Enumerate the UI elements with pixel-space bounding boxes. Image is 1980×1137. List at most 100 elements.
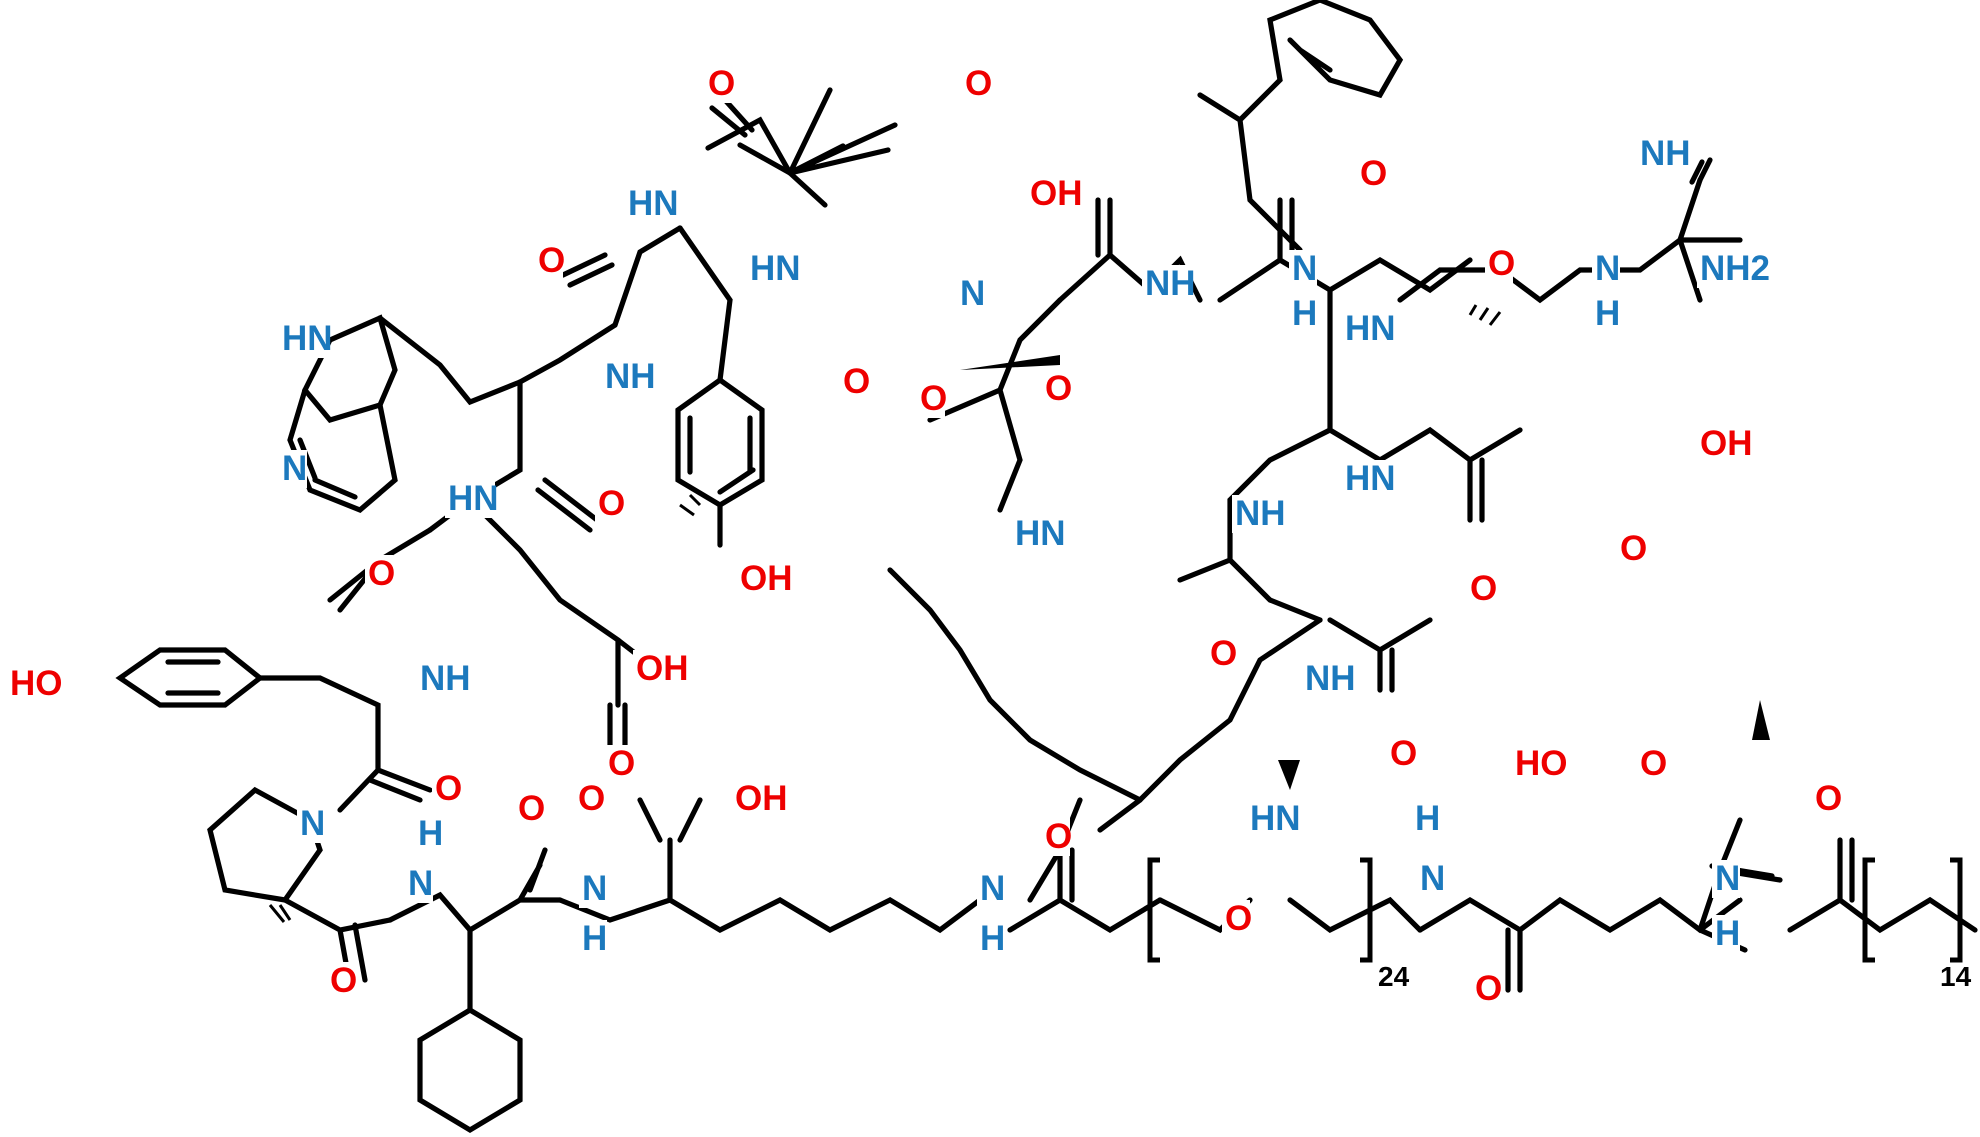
atom-label-background xyxy=(575,780,603,818)
atom-label-background xyxy=(633,650,683,688)
atom-label-background xyxy=(1485,245,1513,283)
atom-label-o5: O xyxy=(920,379,947,418)
atom-label-hn3: HN xyxy=(282,319,333,358)
atom-label-background xyxy=(1342,460,1392,498)
atom-label-background xyxy=(1289,250,1317,288)
atom-label-o7: O xyxy=(368,554,395,593)
atom-label-background xyxy=(579,920,607,958)
atom-label-background xyxy=(1387,735,1415,773)
atom-label-o20: O xyxy=(1210,634,1237,673)
atom-label-background xyxy=(1357,155,1385,193)
atom-label-background xyxy=(1637,745,1665,783)
peg-repeat-count: 24 xyxy=(1378,961,1410,992)
atom-label-background xyxy=(579,870,607,908)
atom-label-nh3: NH xyxy=(1145,264,1196,303)
atom-label-background xyxy=(297,805,325,843)
atom-label-background xyxy=(1592,250,1620,288)
atom-label-o13: O xyxy=(1045,817,1072,856)
atom-label-o18: O xyxy=(1620,529,1647,568)
atom-label-o16: O xyxy=(1360,154,1387,193)
atom-label-background xyxy=(417,660,467,698)
atom-label-h3: H xyxy=(980,919,1005,958)
atom-label-o11: O xyxy=(578,779,605,818)
atom-label-background xyxy=(279,320,329,358)
atom-label-background xyxy=(605,745,633,783)
atom-label-oh4: OH xyxy=(735,779,788,818)
atom-label-o4: O xyxy=(843,362,870,401)
atom-label-background xyxy=(415,815,443,853)
atom-label-oh1: OH xyxy=(1030,174,1083,213)
atom-label-n6: N xyxy=(980,869,1005,908)
atom-label-h7: H xyxy=(1715,914,1740,953)
atom-label-background xyxy=(917,380,945,418)
atom-label-background xyxy=(1342,310,1392,348)
atom-label-o2: O xyxy=(965,64,992,103)
atom-label-background xyxy=(1712,915,1740,953)
atom-label-background xyxy=(1207,635,1235,673)
atom-label-nh2b: NH2 xyxy=(1700,249,1770,288)
atom-label-o10: O xyxy=(518,789,545,828)
atom-label-background xyxy=(747,250,797,288)
atom-label-o14: O xyxy=(1225,899,1252,938)
atom-label-background xyxy=(432,770,460,808)
atom-label-n7: N xyxy=(1292,249,1317,288)
atom-label-background xyxy=(7,665,57,703)
atom-label-oh2: OH xyxy=(740,559,793,598)
atom-label-background xyxy=(1417,860,1445,898)
stereo-bonds xyxy=(268,304,1770,923)
atom-label-hn7: HN xyxy=(1345,459,1396,498)
atom-label-background xyxy=(732,780,782,818)
atom-label-o24: O xyxy=(1475,969,1502,1008)
atom-label-n5: N xyxy=(582,869,607,908)
atom-label-background xyxy=(1697,425,1747,463)
atom-label-background xyxy=(705,65,733,103)
atom-label-o1: O xyxy=(708,64,735,103)
atom-label-background xyxy=(1042,818,1070,856)
atom-label-background xyxy=(1302,660,1352,698)
atom-label-h2: H xyxy=(582,919,607,958)
atom-label-o22: O xyxy=(1640,744,1667,783)
atom-label-n3: N xyxy=(300,804,325,843)
atom-label-n9: N xyxy=(1420,859,1445,898)
bond-skeleton xyxy=(115,0,1978,1134)
atom-label-background xyxy=(840,363,868,401)
atom-label-o3: O xyxy=(538,241,565,280)
atom-label-background xyxy=(1012,515,1062,553)
atom-label-o8: O xyxy=(608,744,635,783)
atom-label-background xyxy=(602,358,652,396)
atom-label-h5: H xyxy=(1595,294,1620,333)
atom-label-background xyxy=(1617,530,1645,568)
atom-label-background xyxy=(737,560,787,598)
atom-label-nh1: NH xyxy=(605,357,656,396)
atom-label-o19: O xyxy=(1470,569,1497,608)
atom-label-background xyxy=(1812,780,1840,818)
atom-label-background xyxy=(1042,370,1070,408)
atom-label-hn2: HN xyxy=(750,249,801,288)
atom-label-background xyxy=(445,480,495,518)
atom-label-o12: O xyxy=(330,961,357,1000)
atom-label-background xyxy=(1712,860,1740,898)
atom-label-background xyxy=(977,870,1005,908)
atom-label-background xyxy=(1472,970,1500,1008)
atom-label-ho2: HO xyxy=(1515,744,1568,783)
atom-label-h6: H xyxy=(1415,799,1440,838)
atom-label-background xyxy=(1232,495,1282,533)
atom-label-o23: O xyxy=(1815,779,1842,818)
atom-label-background xyxy=(1637,135,1687,173)
atom-label-background xyxy=(1289,295,1317,333)
atom-label-background xyxy=(1697,250,1769,288)
atom-label-background xyxy=(1222,900,1250,938)
atom-label-o9: O xyxy=(435,769,462,808)
atom-label-oh3: OH xyxy=(636,649,689,688)
atom-label-o6: O xyxy=(598,484,625,523)
atom-label-h4: H xyxy=(1292,294,1317,333)
atom-label-n1: N xyxy=(960,274,985,313)
atom-label-hn1: HN xyxy=(628,184,679,223)
atom-label-background xyxy=(957,275,985,313)
atom-label-background xyxy=(595,485,623,523)
atom-label-o15: O xyxy=(1045,369,1072,408)
atom-label-background xyxy=(1142,265,1192,303)
atom-label-background xyxy=(962,65,990,103)
